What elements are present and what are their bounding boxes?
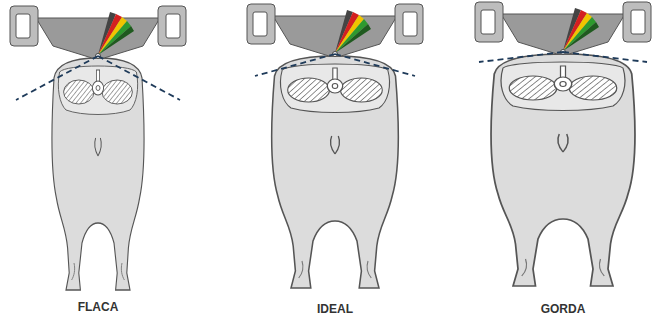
condition-label: GORDA xyxy=(541,302,586,316)
condition-label: IDEAL xyxy=(317,302,353,316)
condition-label: FLACA xyxy=(78,300,119,314)
